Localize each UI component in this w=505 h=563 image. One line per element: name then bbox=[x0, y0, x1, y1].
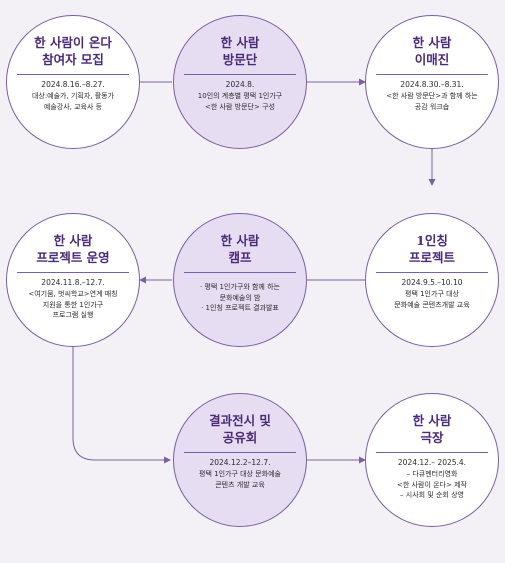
step-project-operation: 한 사람 프로젝트 운영 2024.11.8.–12.7. <여기뭄, 벗씨학교… bbox=[6, 213, 140, 347]
step-description: 평택 1인가구 대상 문화예술 콘텐츠 개발 교육 bbox=[199, 470, 281, 489]
step-theater: 한 사람 극장 2024.12.– 2025.4. – 다큐멘터리영화 <한 사… bbox=[365, 393, 499, 527]
step-description: · 평택 1인가구와 함께 하는 문화예술의 밤 · 1인칭 프로젝트 결과발표 bbox=[200, 283, 280, 312]
step-date: 2024.12.– 2025.4. bbox=[397, 458, 467, 467]
step-exhibition-sharing: 결과전시 및 공유회 2024.12.2–12.7. 평택 1인가구 대상 문화… bbox=[173, 393, 307, 527]
step-description: 10인의 계층별 평택 1인가구 <한 사람 방문단> 구성 bbox=[197, 92, 283, 111]
step-description: 대상:예술가, 기획자, 활동가 예술강사, 교육사 등 bbox=[31, 92, 115, 111]
divider bbox=[184, 452, 296, 453]
divider bbox=[17, 272, 129, 273]
divider bbox=[184, 272, 296, 273]
divider bbox=[184, 74, 296, 75]
divider bbox=[376, 272, 488, 273]
step-title: 한 사람 극장 bbox=[412, 413, 452, 445]
step-title: 한 사람 캠프 bbox=[220, 233, 260, 265]
step-date: 2024.8.16.–8.27. bbox=[41, 80, 105, 89]
step-visiting-group: 한 사람 방문단 2024.8. 10인의 계층별 평택 1인가구 <한 사람 … bbox=[173, 15, 307, 149]
step-date: 2024.9.5.–10.10 bbox=[401, 278, 463, 287]
step-title: 결과전시 및 공유회 bbox=[209, 413, 271, 445]
step-date: 2024.8.30.–8.31. bbox=[400, 80, 464, 89]
step-title: 한 사람이 온다 참여자 모집 bbox=[34, 35, 112, 67]
step-description: <한 사람 방문단>과 함께 하는 공감 워크숍 bbox=[386, 92, 478, 111]
step-title: 1인칭 프로젝트 bbox=[408, 233, 455, 265]
step-title: 한 사람 방문단 bbox=[220, 35, 260, 67]
step-title: 한 사람 프로젝트 운영 bbox=[36, 233, 110, 265]
step-date: 2024.11.8.–12.7. bbox=[41, 278, 105, 287]
divider bbox=[17, 74, 129, 75]
step-date: 2024.12.2–12.7. bbox=[209, 458, 271, 467]
step-description: – 다큐멘터리영화 <한 사람이 온다> 제작 – 시사회 및 순회 상영 bbox=[397, 470, 467, 499]
step-participant-recruitment: 한 사람이 온다 참여자 모집 2024.8.16.–8.27. 대상:예술가,… bbox=[6, 15, 140, 149]
divider bbox=[376, 452, 488, 453]
step-title: 한 사람 이매진 bbox=[412, 35, 452, 67]
step-date: 2024.8. bbox=[225, 80, 255, 89]
divider bbox=[376, 74, 488, 75]
connector-operation-to-exhibition bbox=[72, 347, 171, 464]
step-description: 평택 1인가구 대상 문화예술 콘텐츠개발 교육 bbox=[394, 290, 470, 309]
step-camp: 한 사람 캠프 · 평택 1인가구와 함께 하는 문화예술의 밤 · 1인칭 프… bbox=[173, 213, 307, 347]
step-imagine-workshop: 한 사람 이매진 2024.8.30.–8.31. <한 사람 방문단>과 함께… bbox=[365, 15, 499, 149]
step-first-person-project: 1인칭 프로젝트 2024.9.5.–10.10 평택 1인가구 대상 문화예술… bbox=[365, 213, 499, 347]
step-description: <여기뭄, 벗씨학교>연계 매칭 지원을 통한 1인가구 프로그램 실행 bbox=[28, 290, 118, 319]
